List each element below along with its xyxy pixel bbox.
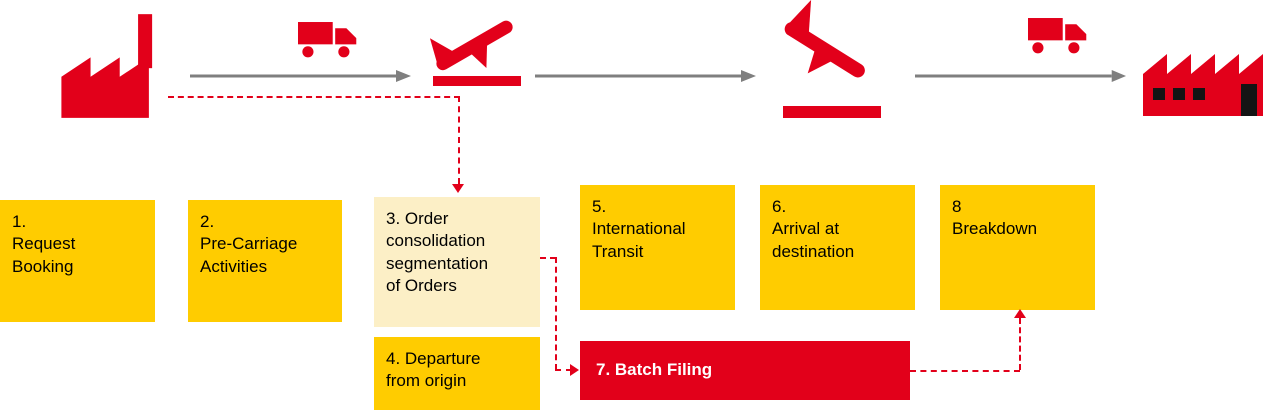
step-5-international-transit: 5. International Transit xyxy=(580,185,735,310)
dashed-connector-batch-filing-to-breakdown xyxy=(1019,318,1021,370)
step-6-arrival-at-destination: 6. Arrival at destination xyxy=(760,185,915,310)
dashed-connector-origin-to-consolidation xyxy=(458,96,460,184)
dashed-connector-batch-filing-to-breakdown xyxy=(910,370,1020,372)
dashed-arrowhead-up-icon xyxy=(1014,309,1026,318)
flow-arrow-icon xyxy=(535,69,757,83)
factory-origin-icon xyxy=(52,12,168,120)
flow-arrow-icon xyxy=(190,69,412,83)
dashed-connector-origin-to-consolidation xyxy=(168,96,460,98)
dashed-connector-consolidation-to-batch-filing xyxy=(555,257,557,370)
truck-icon xyxy=(298,20,360,60)
flow-arrow-icon xyxy=(915,69,1127,83)
step-4-departure-from-origin: 4. Departure from origin xyxy=(374,337,540,410)
step-7-batch-filing: 7. Batch Filing xyxy=(580,341,910,400)
step-1-request-booking: 1. Request Booking xyxy=(0,200,155,322)
truck-icon xyxy=(1028,16,1090,56)
dashed-arrowhead-right-icon xyxy=(570,364,579,376)
factory-destination-icon xyxy=(1138,26,1270,118)
plane-takeoff-icon xyxy=(427,8,525,88)
dashed-arrowhead-down-icon xyxy=(452,184,464,193)
step-2-pre-carriage-activities: 2. Pre-Carriage Activities xyxy=(188,200,342,322)
dashed-connector-consolidation-to-batch-filing xyxy=(540,257,556,259)
step-8-breakdown: 8 Breakdown xyxy=(940,185,1095,310)
step-3-order-consolidation: 3. Order consolidation segmentation of O… xyxy=(374,197,540,327)
dashed-connector-consolidation-to-batch-filing xyxy=(555,369,572,371)
plane-landing-icon xyxy=(775,0,889,122)
